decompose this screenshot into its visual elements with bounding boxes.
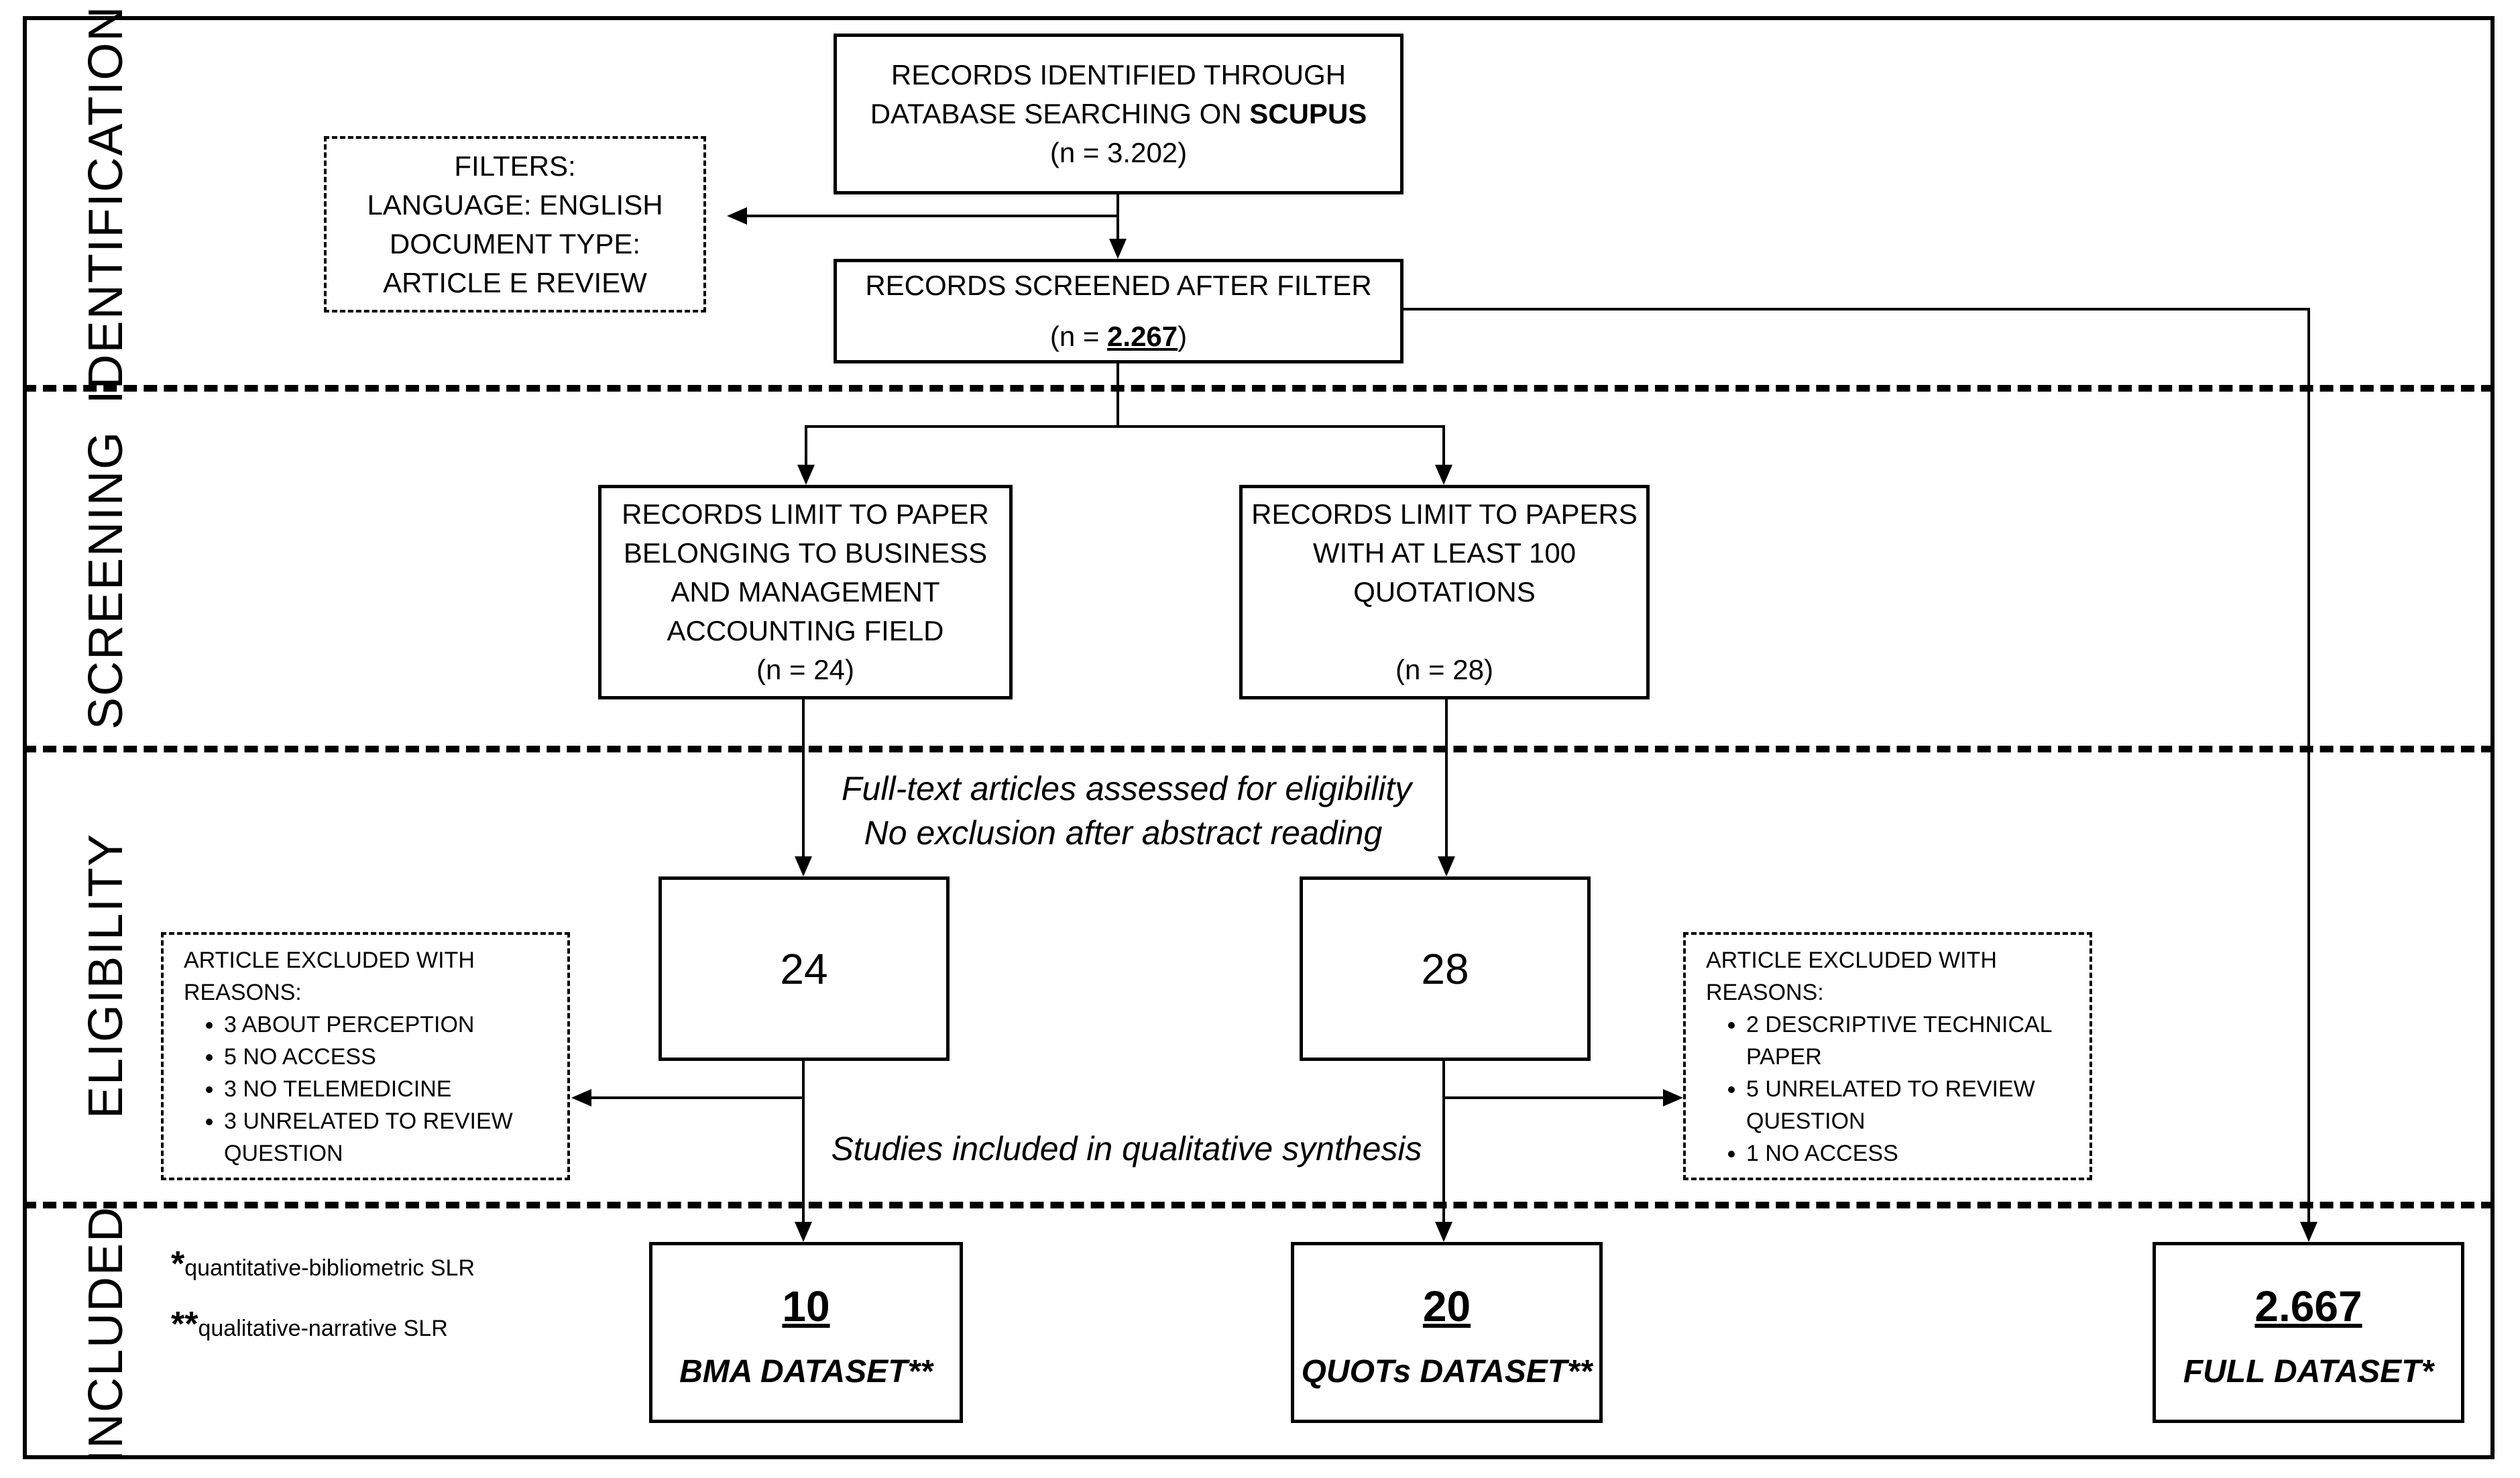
database-name: SCUPUS [1249,98,1367,129]
diagram-frame [23,16,2495,1459]
screen-business-count: (n = 24) [756,654,854,685]
exclusion-item: 3 NO TELEMEDICINE [224,1073,547,1105]
connector-line [746,215,1119,217]
records-identified-box: RECORDS IDENTIFIED THROUGH DATABASE SEAR… [834,34,1404,194]
screen-business-line2: BELONGING TO BUSINESS [623,537,988,569]
screen-business-line4: ACCOUNTING FIELD [667,615,944,646]
records-identified-prefix: DATABASE SEARCHING ON [870,98,1250,129]
exclusions-right-list: 2 DESCRIPTIVE TECHNICAL PAPER 5 UNRELATE… [1706,1009,2069,1170]
bma-dataset-label: BMA DATASET** [679,1354,933,1389]
connector-line [1116,194,1119,240]
filters-box: FILTERS: LANGUAGE: ENGLISH DOCUMENT TYPE… [324,136,706,312]
stage-label-identification: IDENTIFICATION [79,5,133,404]
exclusion-item: 5 UNRELATED TO REVIEW QUESTION [1746,1073,2069,1137]
connector-line [1442,1061,1445,1223]
arrowhead-down [2300,1222,2317,1242]
count-value: 2.267 [1107,321,1178,352]
eligibility-note: Full-text articles assessed for eligibil… [842,766,1412,855]
arrowhead-down [1438,856,1455,876]
exclusions-right-box: ARTICLE EXCLUDED WITH REASONS: 2 DESCRIP… [1683,932,2092,1180]
full-dataset-box: 2.667 FULL DATASET* [2153,1242,2464,1423]
arrowhead-down [1435,1222,1452,1242]
exclusions-right-title2: REASONS: [1706,980,1824,1005]
stage-label-included: INCLUDED [79,1205,133,1464]
arrowhead-down [795,856,812,876]
records-identified-count: (n = 3.202) [1049,137,1188,168]
eligibility-note-line2: No exclusion after abstract reading [864,814,1383,852]
filters-doctype-value: ARTICLE E REVIEW [383,266,647,298]
records-screened-box: RECORDS SCREENED AFTER FILTER (n = 2.267… [834,259,1404,363]
arrowhead-right [1663,1089,1683,1106]
screening-eligibility-separator [23,746,2495,752]
legend-single-star: *quantitative-bibliometric SLR [171,1244,475,1284]
bma-dataset-box: 10 BMA DATASET** [649,1242,963,1423]
legend-star-symbol: ** [171,1305,198,1344]
exclusions-left-list: 3 ABOUT PERCEPTION 5 NO ACCESS 3 NO TELE… [184,1009,547,1170]
screen-business-box: RECORDS LIMIT TO PAPER BELONGING TO BUSI… [598,485,1013,699]
exclusion-item: 5 NO ACCESS [224,1041,547,1073]
arrowhead-down [1435,465,1452,485]
stage-label-eligibility: ELIGIBILITY [79,832,133,1119]
exclusions-left-title1: ARTICLE EXCLUDED WITH [184,948,475,973]
exclusion-item: 3 UNRELATED TO REVIEW QUESTION [224,1105,547,1170]
screen-business-line1: RECORDS LIMIT TO PAPER [622,498,989,530]
arrowhead-left [727,207,747,225]
connector-line [805,425,807,466]
records-screened-label: RECORDS SCREENED AFTER FILTER [865,270,1372,301]
connector-line [1404,308,2310,310]
count-suffix: ) [1178,321,1188,352]
exclusion-item: 1 NO ACCESS [1746,1137,2069,1170]
stage-label-screening: SCREENING [79,430,133,730]
connector-line [1445,699,1448,858]
connector-line [802,1061,805,1223]
eligibility-count-right: 28 [1300,876,1591,1061]
count-prefix: (n = [1049,321,1108,352]
filters-doctype-label: DOCUMENT TYPE: [389,227,641,260]
exclusions-right-title1: ARTICLE EXCLUDED WITH [1706,948,1997,973]
connector-line [2307,308,2310,1223]
exclusion-item: 3 ABOUT PERCEPTION [224,1009,547,1041]
screen-quotations-line2: WITH AT LEAST 100 [1312,537,1577,569]
full-dataset-label: FULL DATASET* [2183,1354,2434,1389]
connector-line [1442,1096,1664,1099]
filters-title: FILTERS: [454,150,576,182]
arrowhead-down [795,1222,812,1242]
legend-double-text: qualitative-narrative SLR [198,1316,448,1341]
eligibility-note-line1: Full-text articles assessed for eligibil… [842,770,1412,807]
quots-dataset-box: 20 QUOTs DATASET** [1291,1242,1603,1423]
exclusions-left-box: ARTICLE EXCLUDED WITH REASONS: 3 ABOUT P… [161,932,570,1180]
eligibility-included-separator [23,1202,2495,1208]
records-screened-count: (n = 2.267) [1050,317,1187,356]
connector-line [590,1096,805,1099]
legend-star-symbol: * [171,1245,185,1284]
connector-line [805,425,1445,428]
quots-dataset-label: QUOTs DATASET** [1301,1354,1593,1389]
arrowhead-down [1109,239,1127,259]
full-dataset-count: 2.667 [2254,1282,2362,1330]
records-identified-line2: DATABASE SEARCHING ON SCUPUS [870,95,1367,133]
screen-quotations-count: (n = 28) [1395,654,1493,685]
bma-dataset-count: 10 [782,1282,830,1330]
arrowhead-down [797,465,815,485]
exclusion-item: 2 DESCRIPTIVE TECHNICAL PAPER [1746,1009,2069,1073]
legend-single-text: quantitative-bibliometric SLR [184,1255,475,1281]
quots-dataset-count: 20 [1422,1282,1471,1330]
arrowhead-left [571,1089,591,1106]
records-identified-line1: RECORDS IDENTIFIED THROUGH [891,59,1347,91]
legend-double-star: **qualitative-narrative SLR [171,1304,448,1345]
screen-quotations-line1: RECORDS LIMIT TO PAPERS [1251,498,1638,530]
screen-business-line3: AND MANAGEMENT [671,576,940,608]
identification-screening-separator [23,385,2495,392]
screen-quotations-box: RECORDS LIMIT TO PAPERS WITH AT LEAST 10… [1239,485,1650,699]
exclusions-left-title2: REASONS: [184,980,302,1005]
eligibility-count-left: 24 [658,876,950,1061]
screen-quotations-line3: QUOTATIONS [1353,576,1536,608]
connector-line [1442,425,1445,466]
connector-line [802,699,805,858]
synthesis-note: Studies included in qualitative synthesi… [831,1130,1422,1168]
connector-line [1116,363,1119,427]
filters-language: LANGUAGE: ENGLISH [367,188,663,221]
